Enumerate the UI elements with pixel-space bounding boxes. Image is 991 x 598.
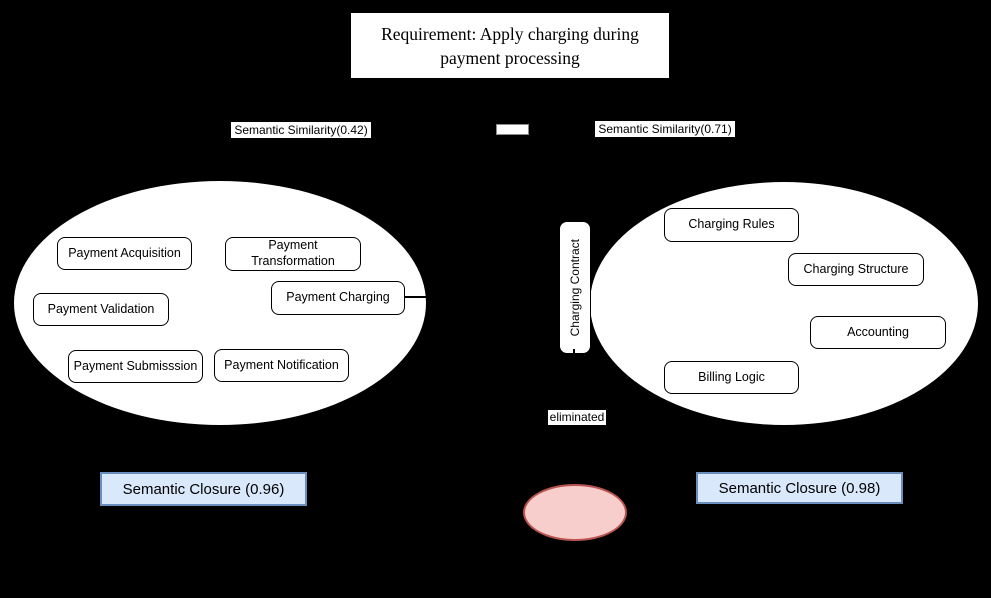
semantic-similarity-right-label: Semantic Similarity(0.71) <box>595 121 735 137</box>
payment-charging-edge-stub <box>404 296 428 298</box>
node-payment-transformation: Payment Transformation <box>225 237 361 271</box>
charging-contract-label: Charging Contract <box>568 238 582 337</box>
semantic-similarity-left-label: Semantic Similarity(0.42) <box>231 122 371 138</box>
requirement-title-box: Requirement: Apply charging during payme… <box>350 12 670 79</box>
node-payment-acquisition: Payment Acquisition <box>57 237 192 270</box>
charging-contract-edge-stub <box>573 349 575 355</box>
node-payment-notification: Payment Notification <box>214 349 349 382</box>
semantic-closure-right-box: Semantic Closure (0.98) <box>696 472 903 504</box>
empty-edge-label <box>496 124 529 135</box>
eliminated-ellipse <box>523 484 627 541</box>
node-billing-logic: Billing Logic <box>664 361 799 394</box>
semantic-closure-left-box: Semantic Closure (0.96) <box>100 472 307 506</box>
node-payment-charging: Payment Charging <box>271 281 405 315</box>
node-payment-validation: Payment Validation <box>33 293 169 326</box>
eliminated-edge-label: eliminated <box>548 410 606 425</box>
requirement-title: Requirement: Apply charging during payme… <box>381 23 639 68</box>
node-payment-submisssion: Payment Submisssion <box>68 350 203 383</box>
node-charging-rules: Charging Rules <box>664 208 799 242</box>
node-charging-structure: Charging Structure <box>788 253 924 286</box>
node-accounting: Accounting <box>810 316 946 349</box>
node-charging-contract: Charging Contract <box>559 221 591 354</box>
